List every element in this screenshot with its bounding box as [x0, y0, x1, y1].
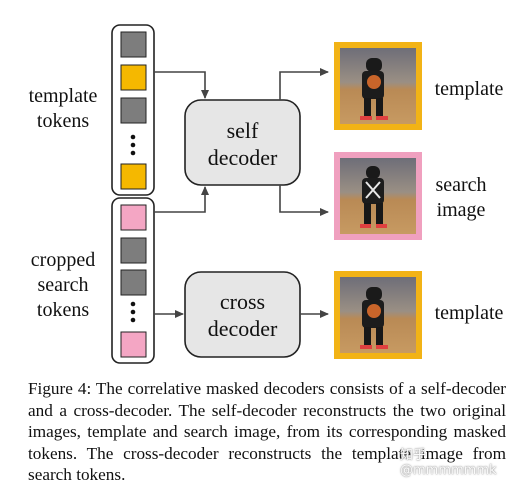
search-output-image [334, 152, 422, 240]
cropped-search-tokens-label: cropped search tokens [30, 249, 96, 321]
arrows [154, 68, 329, 318]
self-decoder-label: self decoder [207, 118, 278, 170]
output-template-label-2: template [434, 302, 504, 324]
search-token [120, 204, 147, 231]
ellipsis-dots [130, 301, 136, 323]
figure-caption: Figure 4: The correlative masked decoder… [28, 379, 506, 484]
search-token-column [111, 197, 155, 364]
masked-token [120, 31, 147, 58]
self-decoder-box [184, 99, 301, 186]
template-token [120, 163, 147, 190]
output-template-label-1: template [434, 78, 504, 100]
template-output-image-2 [334, 271, 422, 359]
template-output-image-1 [334, 42, 422, 130]
masked-token [120, 97, 147, 124]
ellipsis-dots [130, 134, 136, 156]
masked-token [120, 269, 147, 296]
watermark: 知乎 @mmmmmmk [400, 448, 497, 478]
decoder-diagram [111, 24, 422, 364]
search-token [120, 331, 147, 358]
masked-token [120, 237, 147, 264]
cross-decoder-label: cross decoder [207, 289, 278, 341]
output-search-image-label: search image [435, 174, 487, 221]
template-tokens-label: template tokens [28, 85, 98, 132]
template-token [120, 64, 147, 91]
template-token-column [111, 24, 155, 196]
